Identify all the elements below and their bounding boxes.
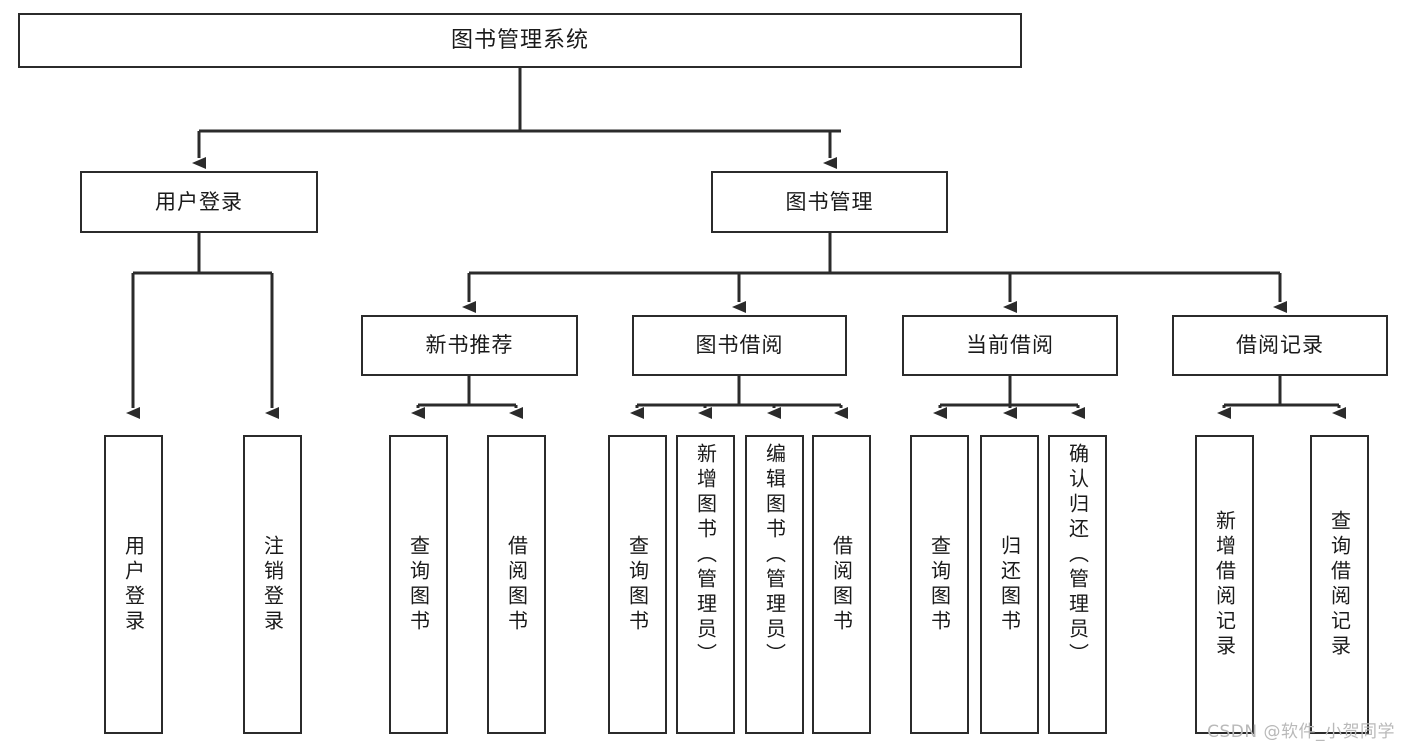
node-label: 图书借阅 [695,333,784,358]
leaf-query-borrow-record[interactable]: 查询借阅记录 [1310,435,1369,734]
watermark: CSDN @软件_小贺同学 [1207,722,1395,742]
leaf-edit-book-admin[interactable]: 编辑图书（管理员） [745,435,804,734]
leaf-confirm-return-admin[interactable]: 确认归还（管理员） [1048,435,1107,734]
node-label: 当前借阅 [966,333,1054,358]
leaf-user-login[interactable]: 用户登录 [104,435,163,734]
node-current-borrowing[interactable]: 当前借阅 [902,315,1118,376]
leaf-return-books[interactable]: 归还图书 [980,435,1039,734]
node-label: 借阅图书 [829,534,854,635]
node-book-management-system[interactable]: 图书管理系统 [18,13,1022,68]
leaf-borrow-books-newbook[interactable]: 借阅图书 [487,435,546,734]
leaf-query-books-current[interactable]: 查询图书 [910,435,969,734]
node-book-management[interactable]: 图书管理 [711,171,948,233]
node-label: 归还图书 [997,534,1022,635]
node-label: 图书管理系统 [450,27,589,53]
leaf-borrow-books-borrowing[interactable]: 借阅图书 [812,435,871,734]
node-label: 查询图书 [406,534,431,635]
leaf-query-books-borrowing[interactable]: 查询图书 [608,435,667,734]
node-label: 查询借阅记录 [1327,509,1352,660]
node-label: 用户登录 [121,534,146,635]
node-label: 图书管理 [785,189,874,214]
node-label: 编辑图书（管理员） [762,443,787,668]
node-label: 用户登录 [155,189,243,214]
node-user-login[interactable]: 用户登录 [80,171,318,233]
node-label: 新书推荐 [425,333,514,358]
node-new-book-recommendation[interactable]: 新书推荐 [361,315,578,376]
node-label: 新增借阅记录 [1212,509,1237,660]
node-label: 借阅记录 [1236,333,1324,358]
node-borrowing-record[interactable]: 借阅记录 [1172,315,1388,376]
node-label: 借阅图书 [504,534,529,635]
leaf-query-books-newbook[interactable]: 查询图书 [389,435,448,734]
leaf-add-borrow-record[interactable]: 新增借阅记录 [1195,435,1254,734]
node-label: 查询图书 [927,534,952,635]
node-book-borrowing[interactable]: 图书借阅 [632,315,847,376]
leaf-logout[interactable]: 注销登录 [243,435,302,734]
node-label: 新增图书（管理员） [693,443,718,668]
node-label: 确认归还（管理员） [1065,443,1090,668]
node-label: 注销登录 [260,534,285,635]
node-label: 查询图书 [625,534,650,635]
leaf-add-book-admin[interactable]: 新增图书（管理员） [676,435,735,734]
